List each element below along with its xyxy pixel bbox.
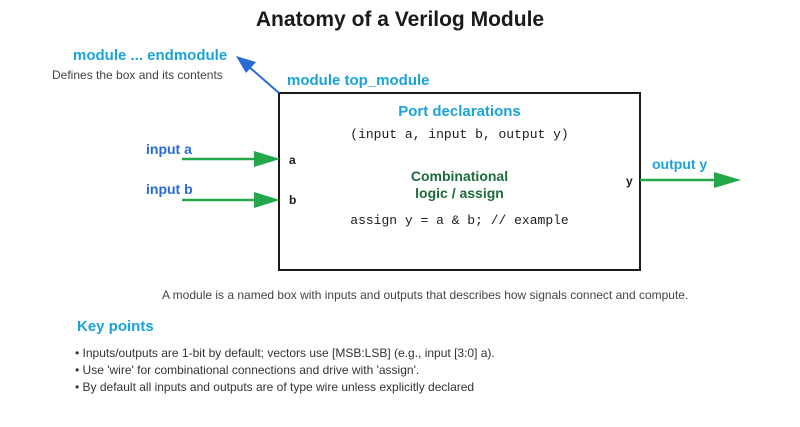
port-declaration-code: (input a, input b, output y) (350, 127, 569, 142)
input-a-label: input a (146, 141, 192, 157)
annotation-title: module ... endmodule (73, 47, 228, 64)
output-y-arrowhead (714, 172, 741, 188)
assign-example-code: assign y = a & b; // example (350, 213, 569, 228)
port-declarations-title: Port declarations (398, 103, 521, 120)
input-b-arrowhead (254, 192, 280, 208)
key-point-item: • By default all inputs and outputs are … (75, 380, 475, 394)
combinational-logic-label: Combinational logic / assign (279, 168, 640, 202)
page-title: Anatomy of a Verilog Module (255, 8, 545, 31)
output-y-label: output y (652, 156, 708, 172)
key-points-list: • Inputs/outputs are 1-bit by default; v… (75, 345, 495, 396)
logic-label-line1: Combinational (410, 168, 509, 184)
diagram-caption: A module is a named box with inputs and … (162, 288, 689, 302)
key-point-item: • Inputs/outputs are 1-bit by default; v… (75, 346, 495, 360)
key-point-item: • Use 'wire' for combinational connectio… (75, 363, 420, 377)
annotation-pointer-arrowhead (236, 56, 256, 73)
input-a-arrowhead (254, 151, 280, 167)
port-a-letter: a (289, 153, 296, 167)
module-name-label: module top_module (287, 72, 430, 89)
logic-label-line2: logic / assign (415, 185, 504, 201)
key-points-title: Key points (77, 318, 154, 335)
input-b-label: input b (146, 181, 193, 197)
annotation-pointer-line (247, 65, 280, 94)
port-b-letter: b (289, 193, 297, 207)
annotation-subtitle: Defines the box and its contents (52, 68, 223, 82)
port-y-letter: y (626, 174, 633, 188)
module-box (278, 92, 641, 271)
